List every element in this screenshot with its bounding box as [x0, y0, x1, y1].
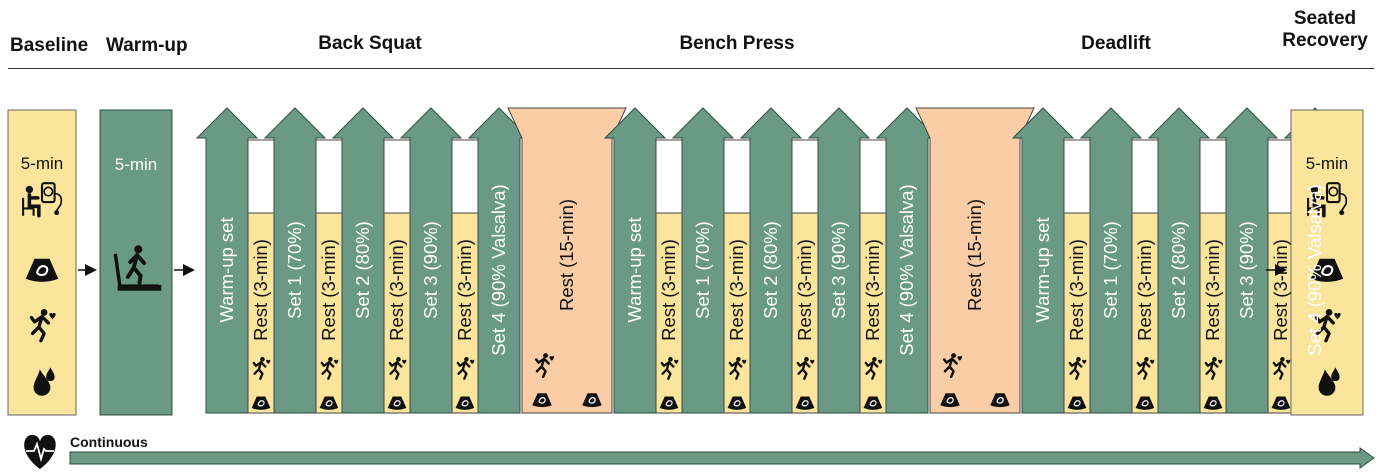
recovery-runner-heart-icon: [1314, 309, 1341, 343]
block-1-set-1-label: Warm-up set: [216, 217, 237, 323]
header-deadlift: Deadlift: [1081, 33, 1151, 54]
block-3-set-4-label: Set 3 (90%): [1236, 221, 1257, 319]
warmup-duration: 5-min: [114, 155, 158, 174]
baseline-seated-bp-monitor-icon: [22, 182, 63, 218]
block-3-rest-3-runner-heart-icon: [1204, 357, 1223, 380]
header-recovery-line2: Recovery: [1282, 30, 1368, 51]
baseline-runner-heart-icon: [29, 309, 56, 343]
block-1-rest-2-label: Rest (3-min): [318, 239, 339, 341]
block-2-set-2-label: Set 1 (70%): [692, 221, 713, 319]
long-rest-1-ultrasound-icon-1: [532, 393, 552, 408]
block-1-set-4-label: Set 3 (90%): [420, 221, 441, 319]
baseline-blood-drops-icon: [33, 367, 55, 396]
block-2-rest-3-label: Rest (3-min): [794, 239, 815, 341]
block-1-rest-4-ultrasound-icon: [455, 396, 475, 410]
block-3-set-3-label: Set 2 (80%): [1168, 221, 1189, 319]
long-rest-2-runner-heart-icon: [942, 353, 963, 378]
block-2-set-3-label: Set 2 (80%): [760, 221, 781, 319]
block-2-rest-2-ultrasound-icon: [727, 396, 747, 410]
continuous-arrow: [69, 447, 1375, 469]
baseline-ultrasound-icon: [25, 258, 59, 282]
block-2-rest-3-runner-heart-icon: [796, 357, 815, 380]
block-1-set-3-label: Set 2 (80%): [352, 221, 373, 319]
long-rest-2-ultrasound-icon-1: [940, 393, 960, 408]
block-2-rest-4-label: Rest (3-min): [862, 239, 883, 341]
block-2-rest-2-label: Rest (3-min): [726, 239, 747, 341]
long-rest-2-label: Rest (15-min): [964, 198, 985, 312]
long-rest-1-label: Rest (15-min): [556, 198, 577, 312]
block-2-set-1-label: Warm-up set: [624, 217, 645, 323]
recovery-duration: 5-min: [1305, 154, 1349, 173]
block-1-rest-3-runner-heart-icon: [388, 357, 407, 380]
block-3-rest-1-ultrasound-icon: [1067, 396, 1087, 410]
block-2-set-5: [875, 107, 939, 414]
block-1-rest-1-label: Rest (3-min): [250, 239, 271, 341]
recovery-ultrasound-icon: [1310, 258, 1344, 282]
header-baseline: Baseline: [10, 35, 89, 56]
block-1-set-5: [467, 107, 531, 414]
block-1-rest-2-runner-heart-icon: [320, 357, 339, 380]
block-2-rest-3-ultrasound-icon: [795, 396, 815, 410]
block-1-set-2-label: Set 1 (70%): [284, 221, 305, 319]
block-3-set-1-label: Warm-up set: [1032, 217, 1053, 323]
header-back-squat: Back Squat: [318, 33, 422, 54]
recovery-blood-drops-icon: [1318, 367, 1340, 396]
block-1-rest-1-ultrasound-icon: [251, 396, 271, 410]
block-3-rest-4-ultrasound-icon: [1271, 396, 1291, 410]
block-2-set-4-label: Set 3 (90%): [828, 221, 849, 319]
long-rest-2-ultrasound-icon-2: [990, 393, 1010, 408]
block-1-rest-3-ultrasound-icon: [387, 396, 407, 410]
block-2-rest-2-runner-heart-icon: [728, 357, 747, 380]
long-rest-1-runner-heart-icon: [534, 353, 555, 378]
block-3-rest-2-runner-heart-icon: [1136, 357, 1155, 380]
block-2-rest-1-label: Rest (3-min): [658, 239, 679, 341]
heart-ecg-icon: [24, 434, 56, 469]
block-3-rest-1-runner-heart-icon: [1068, 357, 1087, 380]
block-1-rest-1-runner-heart-icon: [252, 357, 271, 380]
long-rest-1-ultrasound-icon-2: [582, 393, 602, 408]
block-2-rest-4-runner-heart-icon: [864, 357, 883, 380]
block-1-rest-2-ultrasound-icon: [319, 396, 339, 410]
continuous-label: Continuous: [70, 434, 148, 450]
block-3-rest-4-label: Rest (3-min): [1270, 239, 1291, 341]
header-warmup: Warm-up: [106, 35, 188, 56]
block-3-rest-2-label: Rest (3-min): [1134, 239, 1155, 341]
header-bench-press: Bench Press: [679, 33, 795, 54]
recovery-seated-bp-monitor-icon: [1307, 182, 1348, 218]
block-3-set-2-label: Set 1 (70%): [1100, 221, 1121, 319]
block-2-rest-1-runner-heart-icon: [660, 357, 679, 380]
header-recovery: Seated Recovery: [1282, 8, 1368, 52]
block-3-rest-3-ultrasound-icon: [1203, 396, 1223, 410]
block-1-rest-4-runner-heart-icon: [456, 357, 475, 380]
long-rest-2: [915, 107, 1035, 414]
header-divider: [8, 68, 1374, 69]
treadmill-icon: [113, 245, 162, 291]
baseline-duration: 5-min: [20, 154, 64, 173]
block-1-rest-3-label: Rest (3-min): [386, 239, 407, 341]
block-3-rest-1-label: Rest (3-min): [1066, 239, 1087, 341]
block-3-rest-3: [1199, 212, 1227, 414]
block-3-set-5-label: Set 4 (90% Valsalva): [1304, 184, 1325, 356]
block-3-rest-4-runner-heart-icon: [1272, 357, 1291, 380]
block-3-rest-2-ultrasound-icon: [1135, 396, 1155, 410]
block-2-rest-1-ultrasound-icon: [659, 396, 679, 410]
block-2-set-5-label: Set 4 (90% Valsalva): [896, 184, 917, 356]
long-rest-1: [507, 107, 627, 414]
block-1-set-5-label: Set 4 (90% Valsalva): [488, 184, 509, 356]
block-1-rest-4-label: Rest (3-min): [454, 239, 475, 341]
block-3-rest-3-label: Rest (3-min): [1202, 239, 1223, 341]
block-2-rest-4-ultrasound-icon: [863, 396, 883, 410]
header-recovery-line1: Seated: [1293, 8, 1357, 29]
